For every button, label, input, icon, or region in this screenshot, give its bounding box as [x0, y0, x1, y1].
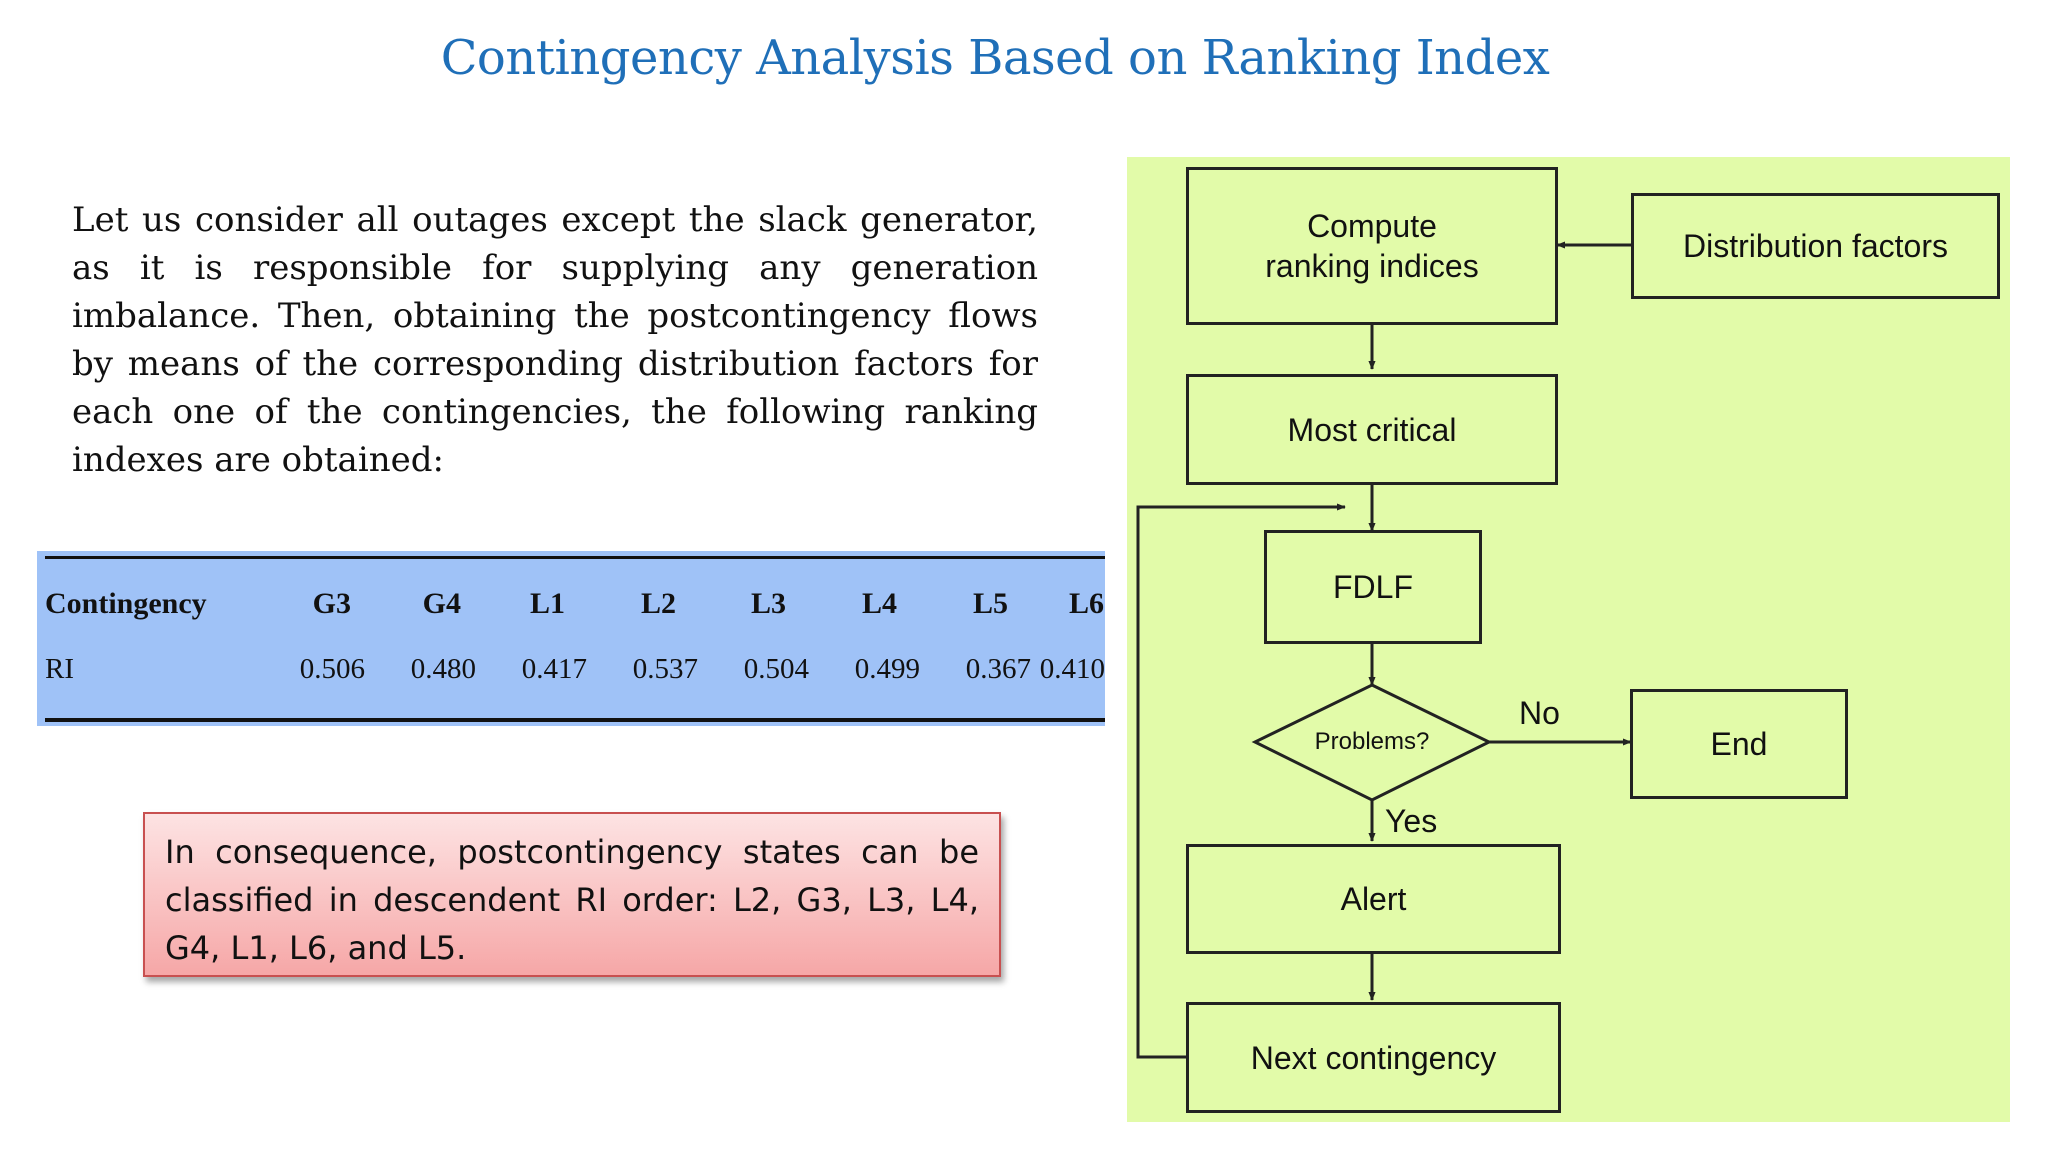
distribution-factors-box: Distribution factors	[1631, 193, 2000, 299]
table-column-header: G4	[422, 587, 461, 620]
ranking-index-table: Contingency G3 G4 L1 L2 L3 L4 L5 L6 RI 0…	[37, 551, 1105, 726]
most-critical-box: Most critical	[1186, 374, 1558, 485]
fdlf-box: FDLF	[1264, 530, 1482, 644]
table-column-header: G3	[312, 587, 351, 620]
table-column-header: L4	[861, 587, 897, 620]
table-top-rule	[45, 556, 1105, 559]
table-cell: 0.537	[632, 653, 698, 685]
table-cell: 0.504	[743, 653, 809, 685]
alert-box: Alert	[1186, 844, 1561, 954]
table-column-header: L1	[529, 587, 565, 620]
no-label: No	[1519, 695, 1560, 731]
table-column-header: L2	[640, 587, 676, 620]
table-column-header: L5	[972, 587, 1008, 620]
table-column-header: L3	[750, 587, 786, 620]
loop-back-arrow	[1136, 503, 1346, 1059]
table-cell: 0.367	[965, 653, 1031, 685]
table-bottom-rule	[45, 718, 1105, 722]
end-box: End	[1630, 689, 1848, 799]
table-cell: 0.417	[521, 653, 587, 685]
slide-title: Contingency Analysis Based on Ranking In…	[440, 30, 1550, 86]
next-contingency-box: Next contingency	[1186, 1002, 1561, 1113]
conclusion-callout: In consequence, postcontingency states c…	[143, 812, 1001, 977]
table-cell: 0.410	[1039, 653, 1105, 685]
table-cell: 0.499	[854, 653, 920, 685]
table-row-label: RI	[45, 653, 74, 685]
flowchart-connectors	[1136, 241, 1632, 1059]
intro-paragraph: Let us consider all outages except the s…	[72, 200, 1038, 480]
compute-ranking-box: Compute ranking indices	[1186, 167, 1558, 325]
table-cell: 0.506	[299, 653, 365, 685]
decision-label: Problems?	[1314, 728, 1430, 755]
table-cell: 0.480	[410, 653, 476, 685]
decision-diamond	[1251, 683, 1493, 802]
table-row-header: Contingency	[45, 587, 207, 620]
yes-label: Yes	[1385, 803, 1438, 839]
flowchart-panel: Compute ranking indices Distribution fac…	[1127, 157, 2010, 1122]
table-column-header: L6	[1068, 587, 1104, 620]
